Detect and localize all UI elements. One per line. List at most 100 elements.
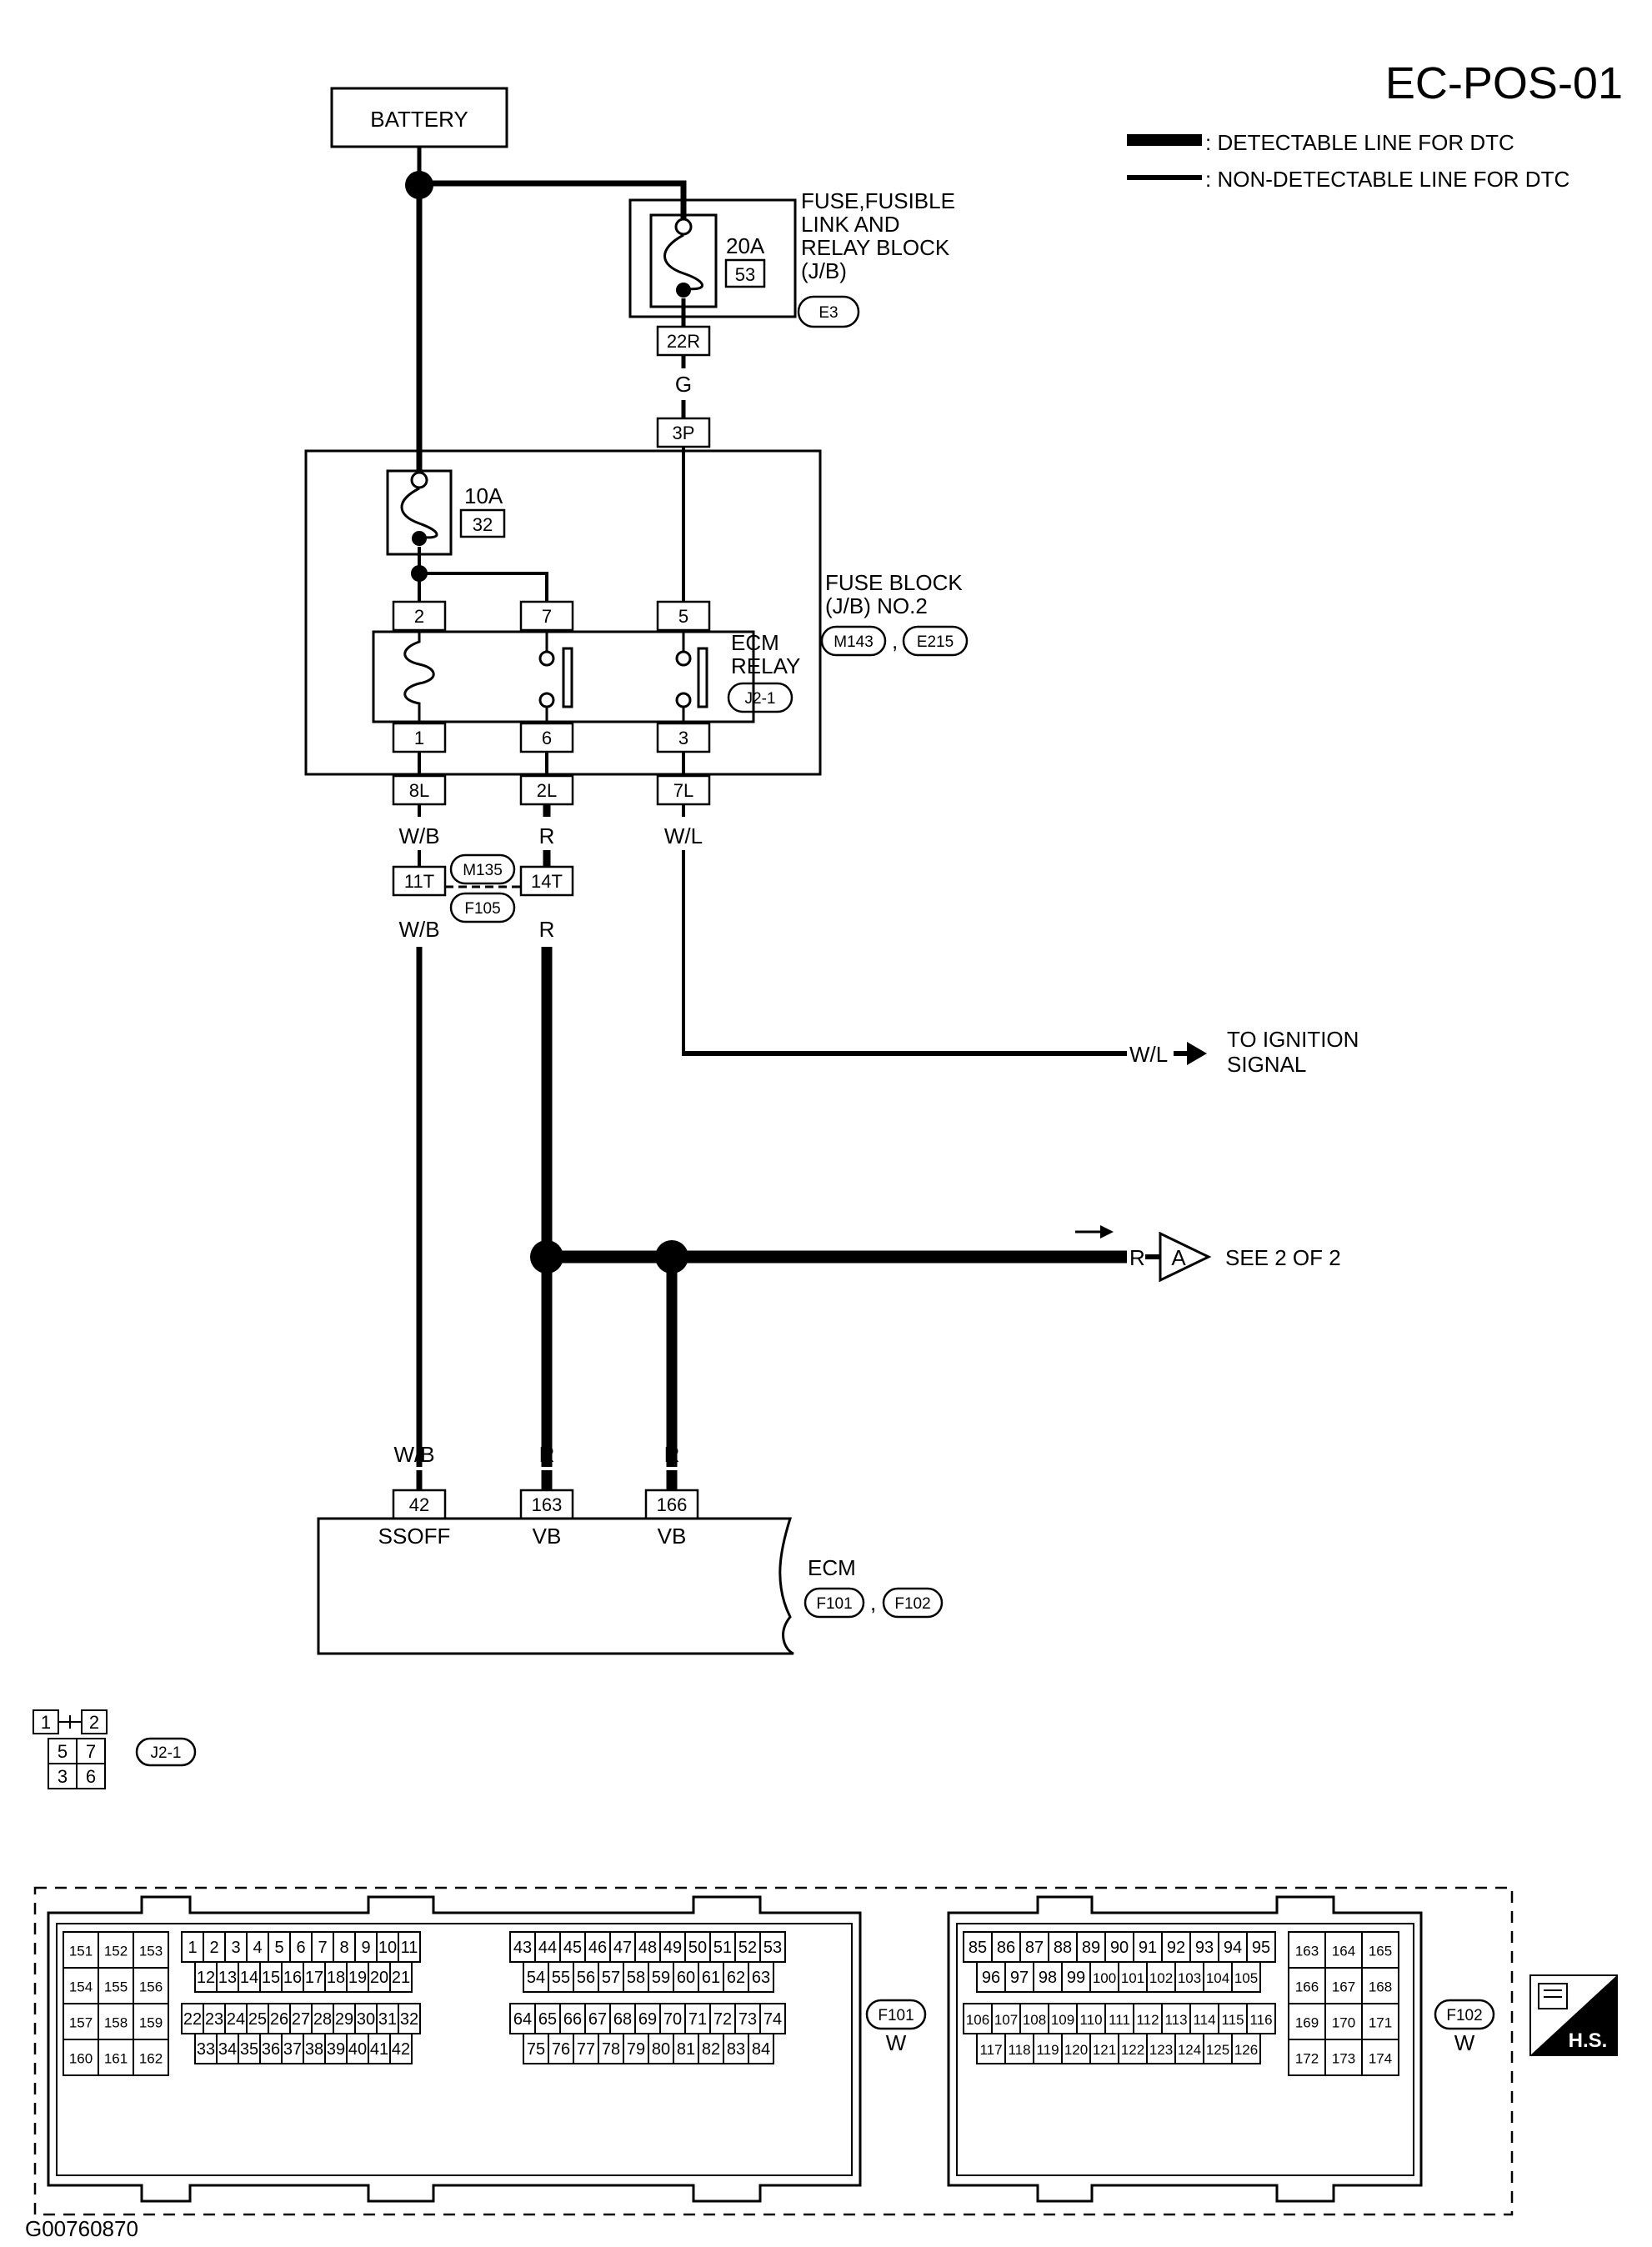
f101-label: F101 bbox=[878, 2007, 914, 2024]
ecm-pin-name-vb-2: VB bbox=[658, 1524, 687, 1549]
pin-number: 101 bbox=[1121, 1970, 1144, 1986]
pin-cavity bbox=[133, 2039, 169, 2076]
pin-number: 14 bbox=[240, 1969, 258, 1987]
pin-number: 97 bbox=[1010, 1969, 1029, 1987]
battery-splice-dot bbox=[405, 171, 433, 199]
connector-m135: M135 bbox=[463, 862, 503, 879]
pin-cavity bbox=[346, 1961, 369, 1993]
pin-number: 5 bbox=[274, 1939, 283, 1957]
pin-number: 90 bbox=[1110, 1939, 1129, 1957]
pin-number: 164 bbox=[1332, 1944, 1355, 1959]
pin-number: 69 bbox=[638, 2010, 657, 2029]
harness-side-badge: H.S. bbox=[1529, 1974, 1618, 2056]
ecm-wire-label-r-1: R bbox=[539, 1442, 555, 1467]
pin-number: 22 bbox=[183, 2010, 202, 2029]
pin-cavity bbox=[1174, 1961, 1204, 1993]
terminal-14t: 14T bbox=[531, 871, 563, 892]
battery-label: BATTERY bbox=[370, 107, 468, 132]
pin-number: 1 bbox=[188, 1939, 197, 1957]
legend-thick-line bbox=[1127, 134, 1202, 146]
pin-number: 168 bbox=[1369, 1979, 1392, 1995]
pin-cavity bbox=[238, 2033, 261, 2064]
face-cell-1: 1 bbox=[41, 1712, 51, 1733]
wire-label-r-upper: R bbox=[539, 823, 555, 848]
pin-number: 102 bbox=[1149, 1970, 1173, 1986]
pin-cavity bbox=[181, 1931, 204, 1963]
pin-number: 75 bbox=[527, 2040, 545, 2059]
ecm-pin-163: 163 bbox=[532, 1494, 563, 1515]
pin-cavity bbox=[1203, 1961, 1233, 1993]
pin-cavity bbox=[534, 1931, 561, 1963]
pin-cavity bbox=[598, 1961, 624, 1993]
fusible-fuse-number: 53 bbox=[735, 264, 755, 285]
fuse-block2-name-2: (J/B) NO.2 bbox=[825, 593, 928, 618]
pin-cavity bbox=[748, 2033, 774, 2064]
pin-number: 84 bbox=[752, 2040, 770, 2059]
pin-number: 105 bbox=[1234, 1970, 1258, 1986]
pin-number: 121 bbox=[1093, 2042, 1116, 2058]
pin-cavity bbox=[259, 1961, 283, 1993]
pin-number: 87 bbox=[1025, 1939, 1044, 1957]
see-other-page-ref: R A SEE 2 OF 2 bbox=[1075, 1225, 1341, 1283]
pin-number: 38 bbox=[305, 2040, 323, 2059]
connector-e215: E215 bbox=[917, 633, 954, 651]
fuse-10a-icon bbox=[400, 487, 438, 539]
pin-number: 8 bbox=[339, 1939, 348, 1957]
pin-cavity bbox=[559, 1931, 586, 1963]
ecm-name: ECM bbox=[808, 1555, 856, 1580]
pin-number: 158 bbox=[104, 2015, 128, 2031]
ignition-signal-ref: W/L TO IGNITION SIGNAL bbox=[1129, 1027, 1359, 1077]
pin-cavity bbox=[991, 2003, 1021, 2034]
connector-arrow-a-icon bbox=[1159, 1231, 1212, 1283]
pin-number: 82 bbox=[702, 2040, 720, 2059]
pin-cavity bbox=[648, 1961, 674, 1993]
pin-number: 58 bbox=[627, 1969, 645, 1987]
relay-pin-7: 7 bbox=[542, 606, 552, 627]
pin-number: 36 bbox=[262, 2040, 280, 2059]
pin-cavity bbox=[133, 1931, 169, 1969]
pin-number: 34 bbox=[218, 2040, 237, 2059]
ecm-pin-42: 42 bbox=[409, 1494, 429, 1515]
pin-number: 116 bbox=[1249, 2012, 1272, 2028]
wire-label-r-lower: R bbox=[539, 917, 555, 942]
pin-number: 151 bbox=[69, 1944, 93, 1959]
ecm-relay-body bbox=[372, 630, 755, 723]
pin-cavity bbox=[559, 2003, 586, 2034]
pin-cavity bbox=[1246, 1931, 1276, 1963]
pin-cavity bbox=[368, 1961, 391, 1993]
pin-number: 73 bbox=[738, 2010, 757, 2029]
pin-number: 98 bbox=[1039, 1969, 1057, 1987]
pin-number: 31 bbox=[378, 2010, 397, 2029]
pin-number: 44 bbox=[538, 1939, 557, 1957]
pin-number: 21 bbox=[392, 1969, 410, 1987]
pin-number: 173 bbox=[1332, 2051, 1355, 2067]
ecm-pin-name-ssoff: SSOFF bbox=[378, 1524, 451, 1549]
pin-number: 55 bbox=[552, 1969, 570, 1987]
pin-number: 100 bbox=[1093, 1970, 1116, 1986]
pin-number: 3 bbox=[231, 1939, 240, 1957]
pin-number: 103 bbox=[1178, 1970, 1201, 1986]
pin-number: 123 bbox=[1149, 2042, 1173, 2058]
face-cell-7: 7 bbox=[86, 1741, 96, 1762]
pin-number: 11 bbox=[401, 1939, 418, 1957]
pin-number: 17 bbox=[305, 1969, 323, 1987]
pin-cavity bbox=[1161, 2003, 1191, 2034]
face-connector-id: J2-1 bbox=[151, 1744, 182, 1762]
pin-number: 12 bbox=[197, 1969, 215, 1987]
pin-number: 155 bbox=[104, 1979, 128, 1995]
pin-number: 45 bbox=[563, 1939, 582, 1957]
pin-number: 91 bbox=[1139, 1939, 1157, 1957]
pin-number: 169 bbox=[1295, 2015, 1319, 2031]
arrow-right-icon bbox=[1187, 1042, 1207, 1065]
see-other-text: SEE 2 OF 2 bbox=[1225, 1245, 1341, 1270]
pin-number: 24 bbox=[227, 2010, 245, 2029]
pin-number: 92 bbox=[1167, 1939, 1185, 1957]
main-wires bbox=[416, 850, 1127, 1467]
wire-label-wb-lower: W/B bbox=[398, 917, 439, 942]
terminal-22r: 22R bbox=[667, 331, 700, 352]
pin-cavity bbox=[1076, 2003, 1106, 2034]
fuse-block2-name-1: FUSE BLOCK bbox=[825, 570, 963, 595]
pin-number: 25 bbox=[248, 2010, 267, 2029]
pin-number: 125 bbox=[1206, 2042, 1229, 2058]
pin-number: 62 bbox=[727, 1969, 745, 1987]
